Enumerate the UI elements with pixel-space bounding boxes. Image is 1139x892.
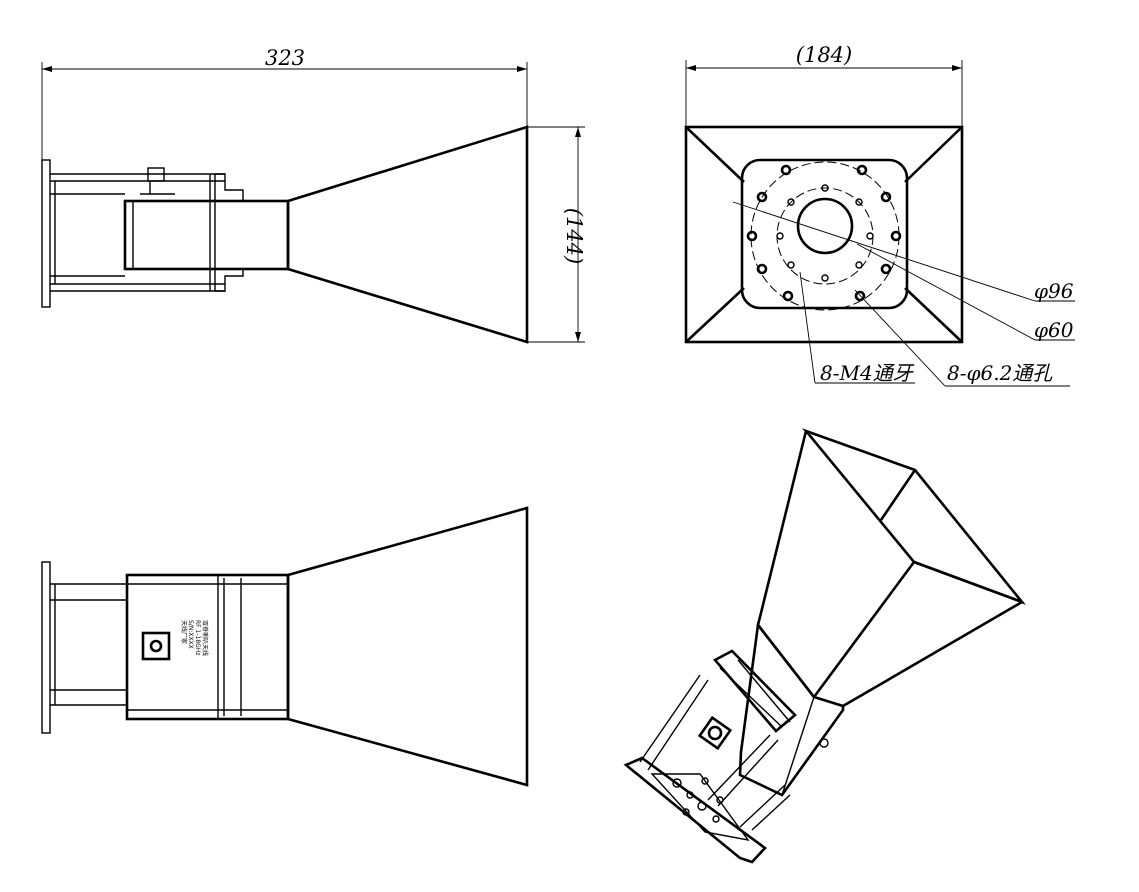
horn-flare-side [286,125,529,344]
waveguide-body [123,199,290,271]
bolt-circle-96 [750,161,900,311]
collar-iso [712,649,797,733]
length-dimension: 323 [265,46,305,70]
center-bore [796,197,854,255]
bolt-circle-60 [776,187,874,285]
callout-phi96: φ96 [1034,279,1074,303]
height-dimension: (144) [562,208,586,264]
width-dimension: (184) [796,43,852,67]
svg-text:天线厂家: 天线厂家 [180,620,188,644]
top-view: 双脊喇叭天线 RF 1-18GHz S/N:XXXX 天线厂家 [41,506,529,787]
svg-text:双脊喇叭天线: 双脊喇叭天线 [201,620,209,656]
through-holes [746,164,902,302]
svg-text:RF 1-18GHz: RF 1-18GHz [194,620,201,655]
side-view: 323 (144) [41,46,586,344]
threaded-holes [776,184,874,282]
flange-plate [740,158,909,310]
connector-iso [697,715,733,751]
horn-mouth-iso [801,428,1026,605]
front-view: (184) [684,43,1075,387]
svg-text:S/N:XXXX: S/N:XXXX [187,620,194,649]
waveguide-iso [738,621,845,797]
callout-through-holes: 8-φ6.2通孔 [947,361,1053,385]
base-plate-holes [672,777,724,823]
horn-flare-top [286,506,529,787]
isometric-view [623,428,1026,864]
connector-top [147,167,165,182]
connector-pin [149,639,163,653]
base-plate-iso [623,756,767,864]
callout-phi60: φ60 [1034,318,1074,342]
nameplate: 双脊喇叭天线 RF 1-18GHz S/N:XXXX 天线厂家 [180,620,209,656]
callout-threaded-holes: 8-M4通牙 [820,361,915,385]
mounting-plate [41,159,51,308]
mounting-plate-top [41,561,51,734]
connector-square [141,631,171,661]
horn-aperture [684,125,964,344]
